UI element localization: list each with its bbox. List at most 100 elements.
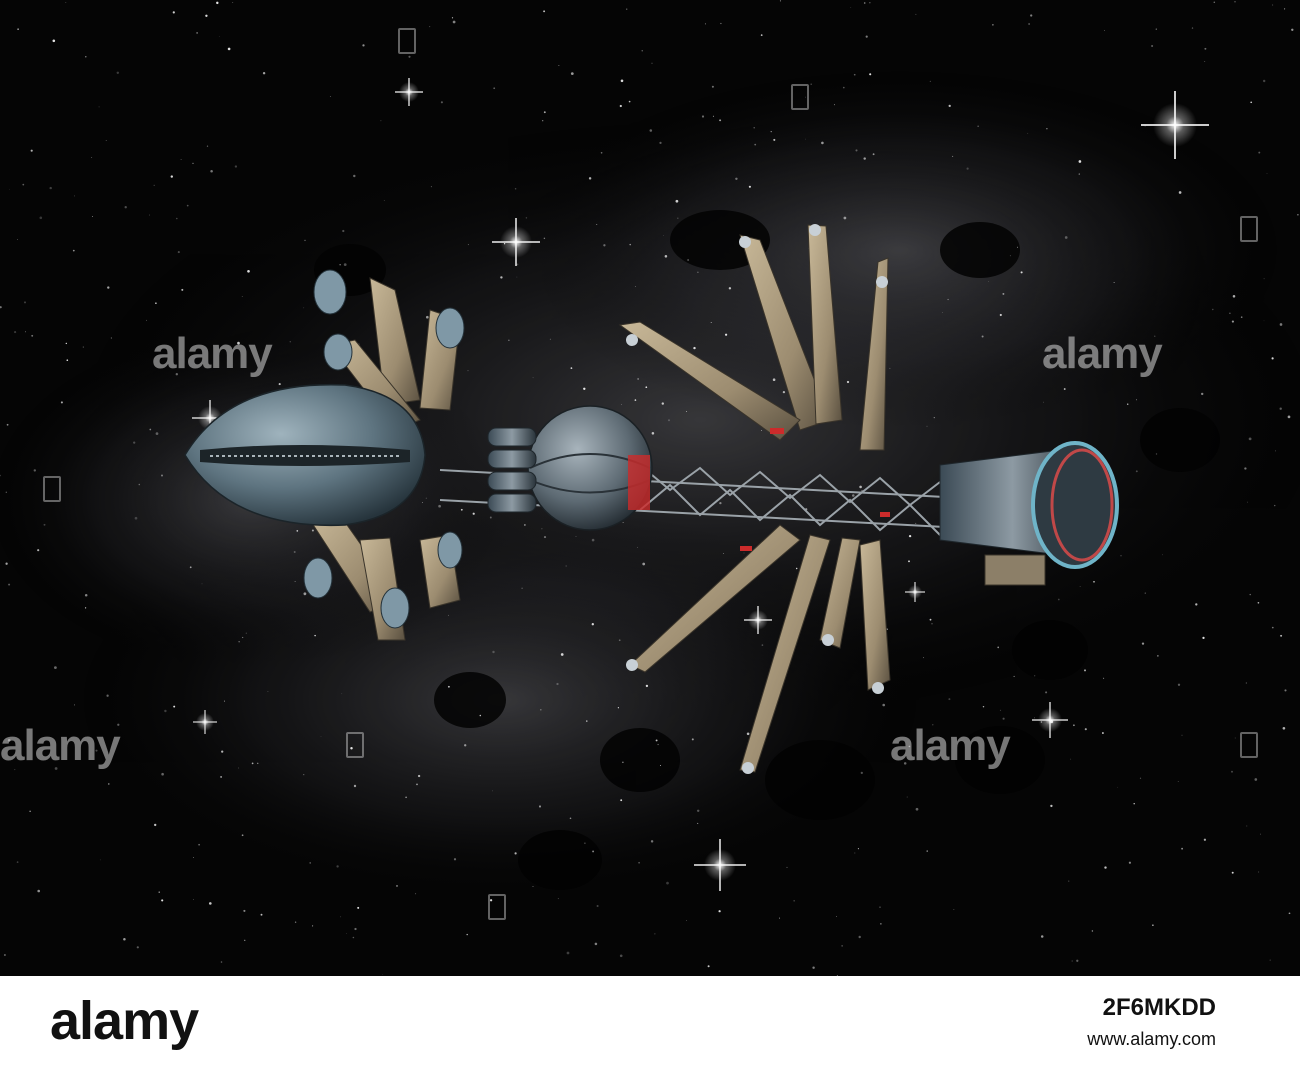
star: [941, 311, 943, 313]
star: [189, 566, 192, 569]
star: [908, 534, 912, 538]
star: [493, 87, 496, 90]
star: [492, 650, 495, 654]
star: [637, 378, 639, 380]
star: [251, 762, 254, 765]
star: [208, 902, 212, 905]
star: [570, 367, 573, 369]
star: [651, 432, 655, 435]
star: [241, 296, 243, 298]
star: [724, 333, 728, 336]
star: [340, 916, 342, 918]
star: [158, 891, 160, 893]
star: [596, 223, 598, 226]
star: [237, 341, 240, 345]
star: [1117, 786, 1119, 788]
bright-stars: [192, 78, 1209, 891]
star: [7, 738, 11, 742]
star: [852, 494, 855, 497]
star: [5, 562, 8, 565]
watermark-text: alamy: [0, 721, 121, 770]
star: [1231, 871, 1234, 874]
star: [17, 28, 19, 30]
star: [1258, 871, 1260, 873]
star: [1245, 682, 1247, 684]
footer-bar: alamy 2F6MKDD www.alamy.com: [0, 976, 1300, 1065]
star: [17, 239, 18, 240]
star: [220, 775, 223, 778]
star: [1043, 401, 1044, 403]
star: [95, 749, 98, 752]
star: [722, 553, 724, 554]
star: [932, 724, 934, 726]
star: [1254, 778, 1258, 781]
star: [106, 694, 109, 697]
star: [82, 346, 84, 348]
star: [908, 560, 910, 563]
watermark-icon: [1240, 732, 1258, 758]
star: [133, 441, 136, 444]
star: [761, 430, 762, 431]
star: [1133, 802, 1135, 805]
star: [693, 346, 696, 350]
star: [161, 772, 164, 776]
star: [232, 2, 234, 3]
star: [1057, 598, 1060, 601]
star: [854, 852, 856, 854]
star: [192, 857, 194, 858]
watermark-icon: [43, 476, 61, 502]
star: [116, 71, 120, 75]
star: [440, 101, 443, 104]
star: [524, 524, 526, 526]
star: [303, 307, 305, 309]
star: [999, 313, 1002, 317]
star: [448, 614, 449, 616]
star: [1046, 128, 1048, 130]
star: [1246, 501, 1248, 503]
star: [926, 850, 928, 852]
star: [543, 10, 546, 13]
star: [556, 682, 559, 686]
star: [532, 886, 534, 888]
star: [206, 145, 209, 147]
star: [1002, 717, 1005, 720]
star: [931, 623, 933, 625]
star: [155, 302, 157, 304]
star: [99, 859, 101, 861]
watermark-icon: [488, 894, 506, 920]
star: [350, 747, 353, 750]
star: [1104, 30, 1105, 31]
star: [218, 36, 220, 37]
star: [1260, 833, 1261, 835]
star: [1232, 295, 1236, 298]
star: [172, 11, 175, 14]
star: [542, 120, 544, 122]
star: [659, 141, 662, 145]
fin-tips: [626, 224, 888, 774]
star: [1103, 677, 1105, 679]
star: [588, 177, 592, 180]
star: [677, 217, 679, 219]
star: [314, 634, 316, 637]
star: [1084, 728, 1087, 731]
star: [586, 720, 588, 722]
star: [438, 504, 441, 508]
star: [516, 276, 518, 278]
star: [514, 187, 517, 190]
star: [508, 339, 510, 341]
star: [1076, 959, 1079, 962]
star: [654, 933, 656, 935]
star: [52, 39, 56, 43]
star: [1017, 246, 1018, 248]
star: [164, 709, 167, 713]
star: [720, 22, 722, 25]
star: [655, 739, 658, 742]
star: [833, 104, 835, 106]
star: [1195, 603, 1198, 606]
star: [173, 705, 176, 708]
star: [1040, 935, 1044, 938]
star: [1263, 320, 1265, 322]
star: [697, 271, 699, 273]
star: [521, 587, 523, 589]
star: [549, 338, 551, 340]
